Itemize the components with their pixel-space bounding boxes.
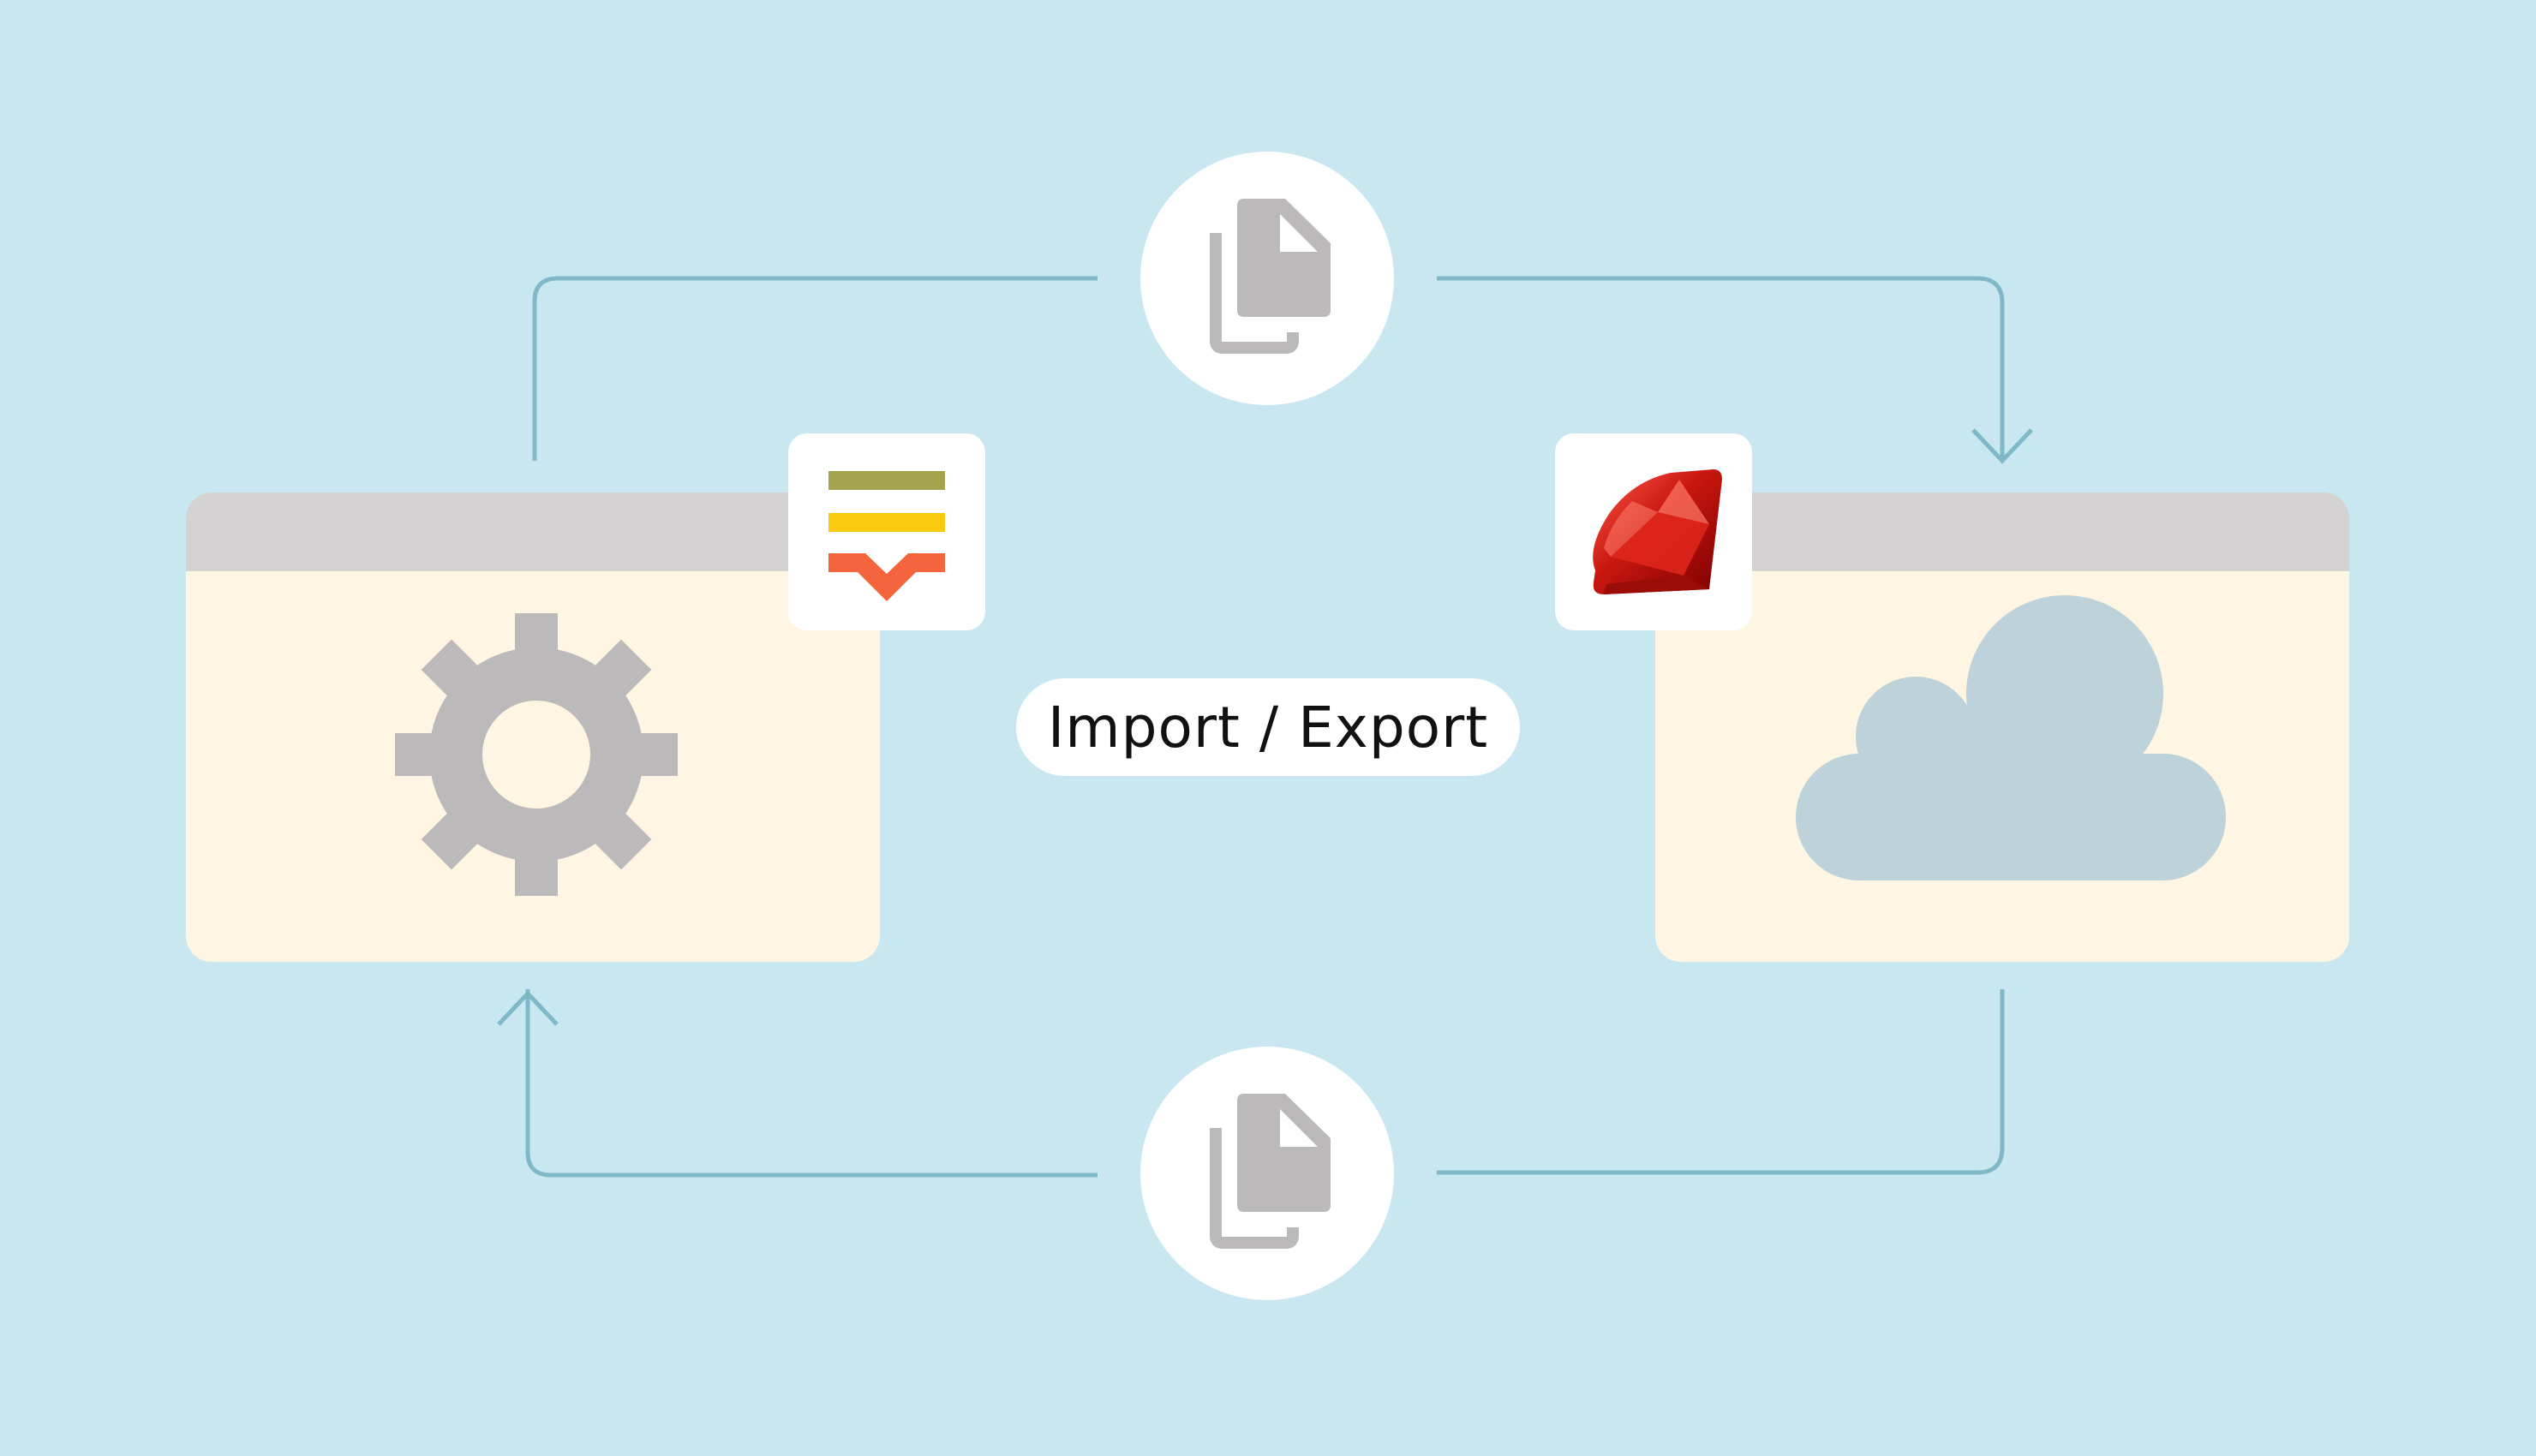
ruby-gem-icon xyxy=(1593,469,1722,594)
bottom-transfer xyxy=(1140,1047,1394,1300)
center-label-text: Import / Export xyxy=(1048,695,1488,761)
right-badge xyxy=(1555,433,1752,630)
stacked-lines-logo-icon xyxy=(828,471,945,601)
right-window xyxy=(1655,492,2349,962)
connector-top xyxy=(532,276,2005,461)
connector-bottom xyxy=(525,989,2005,1178)
documents-icon xyxy=(1210,1094,1331,1249)
center-label: Import / Export xyxy=(1016,678,1520,776)
left-window xyxy=(186,492,880,962)
arrow-down-icon xyxy=(1971,428,2033,464)
top-transfer xyxy=(1140,152,1394,405)
left-badge xyxy=(788,433,985,630)
gear-icon xyxy=(395,613,678,896)
documents-icon xyxy=(1210,199,1331,354)
arrow-up-icon xyxy=(497,990,559,1026)
cloud-icon xyxy=(1796,595,2226,880)
